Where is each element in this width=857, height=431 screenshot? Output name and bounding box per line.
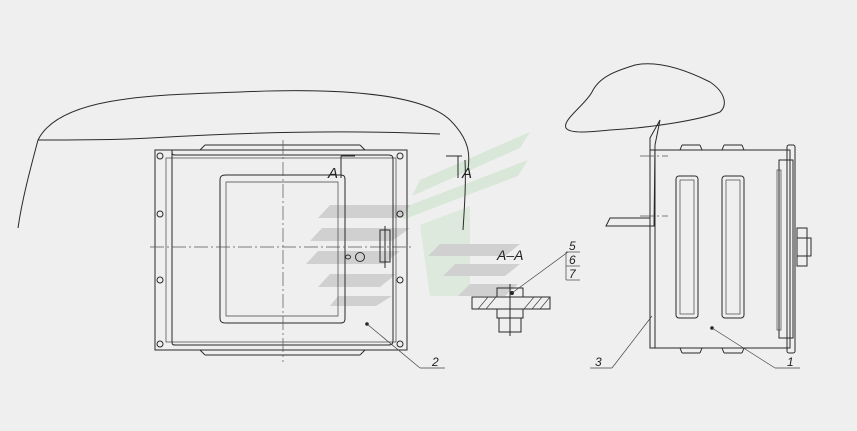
callout-1-leader: 1 [710,326,800,369]
bracket [605,119,661,227]
callout-3-leader: 3 [590,315,653,369]
section-a-a: A–A 5 6 7 [471,239,580,336]
section-marker-left: A [327,155,355,182]
callout-6: 6 [569,253,576,267]
bolt [396,340,404,348]
bolt [156,276,164,284]
watermark-logo [306,132,530,306]
latch-icon [345,226,391,268]
bolt [156,210,164,218]
section-marker-right: A [446,155,472,182]
cab-edge [462,159,466,231]
bolt [156,152,164,160]
seat-cushion [565,63,725,133]
svg-text:A: A [327,165,338,182]
box-side-view [565,63,812,354]
cab-outline [17,90,470,229]
callout-7: 7 [569,267,577,281]
svg-text:A: A [461,165,472,182]
callout-3: 3 [595,355,602,369]
callout-2: 2 [431,355,439,369]
callout-5: 5 [569,239,576,253]
bolt [156,340,164,348]
callout-2-leader: 2 [365,322,445,369]
bolt [396,152,404,160]
box-front-view [150,140,412,362]
callout-1: 1 [787,355,794,369]
bolt [396,210,404,218]
section-title: A–A [496,247,523,263]
bolt [396,276,404,284]
